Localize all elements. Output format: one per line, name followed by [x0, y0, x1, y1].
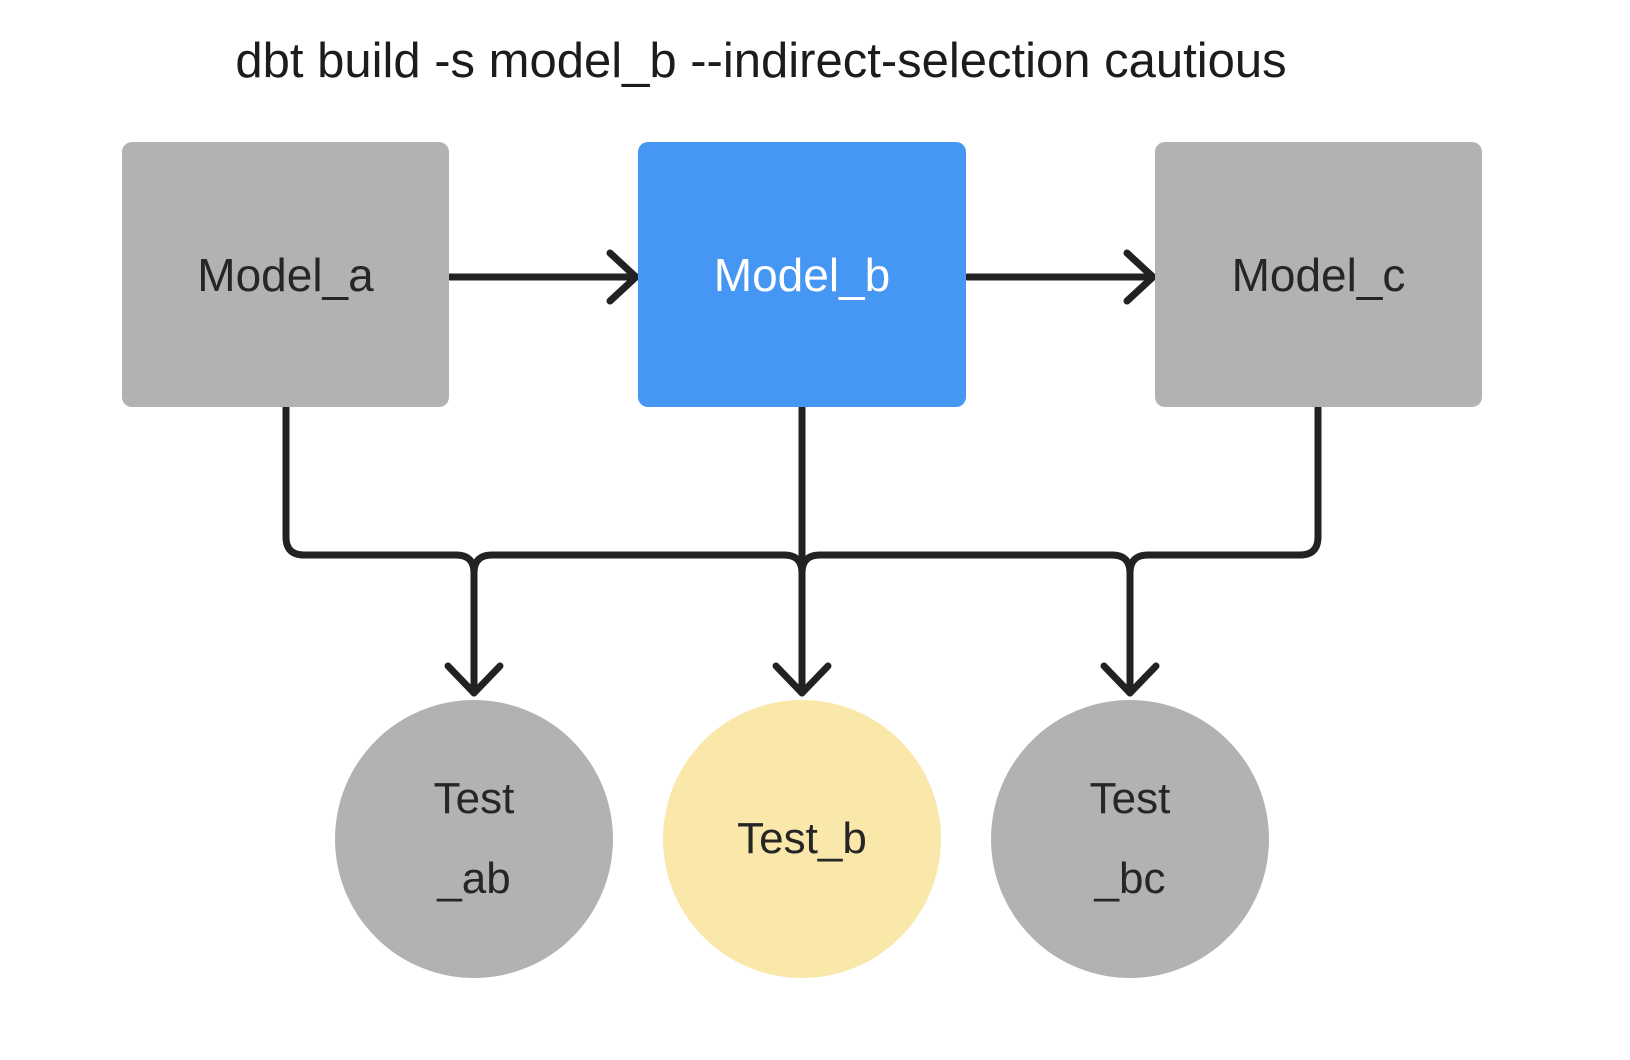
test-bc-label: Test _bc [1090, 759, 1171, 919]
model-a-node: Model_a [122, 142, 449, 407]
model-a-label: Model_a [197, 248, 374, 301]
test-ab-label-line1: Test [433, 774, 515, 823]
arrowhead-into-test-ab-icon [444, 662, 504, 697]
test-b-label-line1: Test_b [737, 814, 867, 863]
test-ab-label: Test _ab [434, 759, 515, 919]
model-b-node: Model_b [638, 142, 966, 407]
test-bc-node: Test _bc [991, 700, 1269, 978]
model-c-label: Model_c [1231, 248, 1406, 301]
test-bc-label-line2: _bc [1094, 854, 1166, 903]
arrowhead-into-model-b-icon [606, 249, 640, 305]
test-b-label: Test_b [737, 799, 867, 879]
arrowhead-into-model-c-icon [1123, 249, 1157, 305]
test-ab-label-line2: _ab [437, 854, 511, 903]
arrowhead-into-test-bc-icon [1100, 662, 1160, 697]
test-bus-segment-right [798, 551, 1134, 697]
model-c-node: Model_c [1155, 142, 1482, 407]
test-bc-label-line1: Test [1089, 774, 1171, 823]
test-ab-node: Test _ab [335, 700, 613, 978]
model-b-label: Model_b [713, 248, 891, 301]
arrowhead-into-test-b-icon [772, 662, 832, 697]
test-bus-segment-left [470, 551, 806, 577]
edge-model-c-to-test-bus [1126, 403, 1322, 577]
diagram-title: dbt build -s model_b --indirect-selectio… [235, 34, 1287, 88]
test-b-node: Test_b [663, 700, 941, 978]
edge-model-a-to-test-bus [282, 403, 478, 697]
